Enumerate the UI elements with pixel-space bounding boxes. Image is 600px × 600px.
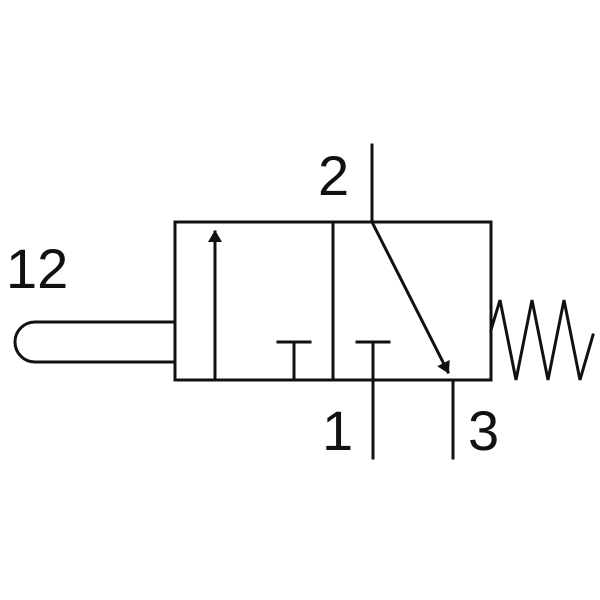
port-label-pilot: 12: [6, 237, 68, 300]
blocked-port-left-icon: [276, 340, 312, 382]
blocked-port-right-icon: [355, 340, 391, 382]
port-label-outlet: 2: [318, 144, 349, 207]
plunger-actuator-icon: [13, 320, 177, 364]
valve-envelope-right: [331, 220, 493, 382]
port-label-exhaust: 3: [468, 399, 499, 462]
flow-arrow-diagonal-icon: [369, 219, 451, 375]
spring-return-icon: [489, 299, 595, 381]
port-label-supply: 1: [322, 399, 353, 462]
valve-envelope-left: [173, 220, 335, 382]
